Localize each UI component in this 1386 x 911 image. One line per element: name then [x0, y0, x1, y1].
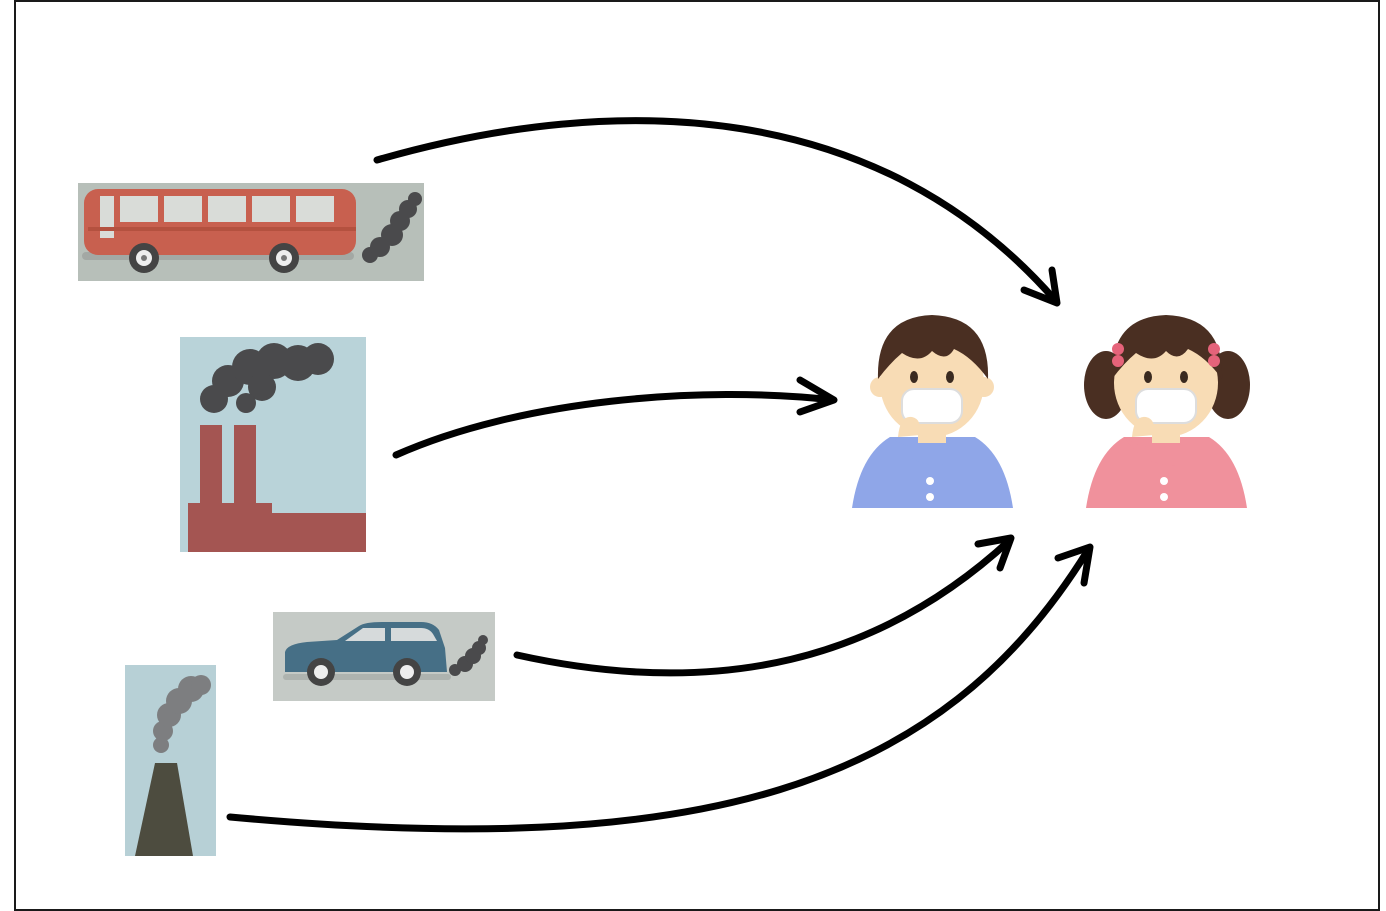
arrow-factory-to-boy [392, 376, 838, 459]
factory-smoke-icon [180, 337, 366, 552]
girl-with-mask-icon [1084, 315, 1250, 508]
arrow-car-to-boy [513, 534, 1015, 677]
arrow-chimney-to-girl [226, 543, 1094, 833]
arrow-bus-to-girl [373, 117, 1061, 307]
chimney-smoke-icon [125, 665, 216, 856]
car-exhaust-icon [273, 612, 495, 701]
boy-with-mask-icon [852, 315, 1013, 508]
bus-exhaust-icon [78, 183, 424, 281]
